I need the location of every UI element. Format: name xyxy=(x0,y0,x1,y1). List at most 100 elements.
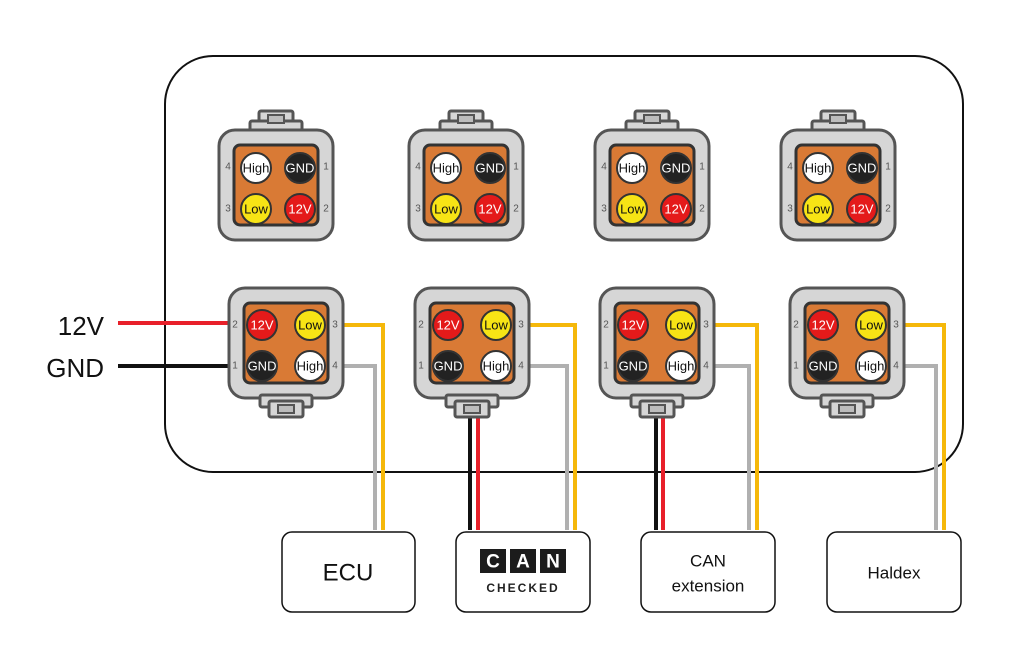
pin-low xyxy=(480,309,512,341)
pin-high-label: High xyxy=(243,161,270,176)
pin-high xyxy=(802,152,834,184)
pin-low xyxy=(802,193,834,225)
pin-low xyxy=(294,309,326,341)
pin-low-label: Low xyxy=(484,318,508,333)
pin-low-label: Low xyxy=(859,318,883,333)
device-ecu: ECU xyxy=(281,531,416,613)
pin-number-2: 2 xyxy=(885,204,891,215)
pin-number-1: 1 xyxy=(793,361,799,372)
pin-number-1: 1 xyxy=(418,361,424,372)
pin-number-4: 4 xyxy=(703,361,709,372)
pin-gnd-label: GND xyxy=(848,161,877,176)
pin-low-label: Low xyxy=(669,318,693,333)
pin-low xyxy=(616,193,648,225)
pin-high xyxy=(294,350,326,382)
device-can-extension: CAN extension xyxy=(640,531,776,613)
pin-number-1: 1 xyxy=(603,361,609,372)
pin-12v-label: 12V xyxy=(850,202,873,217)
pin-high-label: High xyxy=(483,359,510,374)
pin-low-label: Low xyxy=(620,202,644,217)
can-logo-letter-n: N xyxy=(546,552,560,573)
pin-12v xyxy=(660,193,692,225)
input-gnd-label: GND xyxy=(46,353,104,383)
pin-low xyxy=(855,309,887,341)
pin-low xyxy=(240,193,272,225)
pin-number-4: 4 xyxy=(787,162,793,173)
device-haldex-label: Haldex xyxy=(868,564,921,583)
pin-number-1: 1 xyxy=(513,162,519,173)
can-logo-letter-c: C xyxy=(486,552,500,573)
pin-number-4: 4 xyxy=(893,361,899,372)
pin-low-label: Low xyxy=(298,318,322,333)
pin-number-3: 3 xyxy=(518,320,524,331)
pin-gnd xyxy=(846,152,878,184)
pin-low-label: Low xyxy=(434,202,458,217)
pin-number-1: 1 xyxy=(232,361,238,372)
pin-gnd-label: GND xyxy=(476,161,505,176)
pin-number-4: 4 xyxy=(415,162,421,173)
pin-number-2: 2 xyxy=(418,320,424,331)
pin-gnd xyxy=(284,152,316,184)
pin-number-4: 4 xyxy=(601,162,607,173)
connector-top-3: High GND Low 12V 4 3 1 2 xyxy=(593,109,711,242)
pin-number-3: 3 xyxy=(415,204,421,215)
pin-gnd xyxy=(474,152,506,184)
pin-12v xyxy=(846,193,878,225)
pin-12v xyxy=(474,193,506,225)
pin-number-3: 3 xyxy=(225,204,231,215)
pin-gnd xyxy=(617,350,649,382)
pin-number-3: 3 xyxy=(893,320,899,331)
pin-gnd-label: GND xyxy=(662,161,691,176)
pin-high-label: High xyxy=(668,359,695,374)
pin-12v xyxy=(246,309,278,341)
pin-gnd-label: GND xyxy=(434,359,463,374)
pin-number-2: 2 xyxy=(793,320,799,331)
device-ecu-label: ECU xyxy=(323,560,374,587)
pin-high xyxy=(480,350,512,382)
pin-high xyxy=(855,350,887,382)
pin-high-label: High xyxy=(433,161,460,176)
can-logo-checked: CHECKED xyxy=(486,581,559,595)
connector-bottom-2: 12V Low GND High 2 1 3 4 xyxy=(413,286,531,419)
pin-12v-label: 12V xyxy=(250,318,273,333)
pin-low xyxy=(430,193,462,225)
pin-gnd xyxy=(246,350,278,382)
device-can-extension-line2: extension xyxy=(672,577,745,596)
pin-gnd xyxy=(807,350,839,382)
pin-number-2: 2 xyxy=(603,320,609,331)
device-can-extension-line1: CAN xyxy=(690,552,726,571)
pin-low-label: Low xyxy=(806,202,830,217)
pin-12v-label: 12V xyxy=(811,318,834,333)
pin-12v xyxy=(807,309,839,341)
pin-number-4: 4 xyxy=(225,162,231,173)
input-12v-label: 12V xyxy=(58,311,105,341)
pin-12v-label: 12V xyxy=(436,318,459,333)
pin-number-1: 1 xyxy=(323,162,329,173)
pin-number-1: 1 xyxy=(885,162,891,173)
connector-top-1: High GND Low 12V 4 3 1 2 xyxy=(217,109,335,242)
pin-number-4: 4 xyxy=(332,361,338,372)
connector-top-4: High GND Low 12V 4 3 1 2 xyxy=(779,109,897,242)
pin-number-3: 3 xyxy=(787,204,793,215)
pin-number-2: 2 xyxy=(699,204,705,215)
pin-number-4: 4 xyxy=(518,361,524,372)
pin-gnd xyxy=(660,152,692,184)
pin-high xyxy=(665,350,697,382)
connector-bottom-4: 12V Low GND High 2 1 3 4 xyxy=(788,286,906,419)
pin-high xyxy=(430,152,462,184)
can-logo-letter-a: A xyxy=(516,552,530,573)
connector-top-2: High GND Low 12V 4 3 1 2 xyxy=(407,109,525,242)
pin-high-label: High xyxy=(858,359,885,374)
pin-high-label: High xyxy=(619,161,646,176)
pin-high-label: High xyxy=(805,161,832,176)
pin-12v-label: 12V xyxy=(478,202,501,217)
pin-high xyxy=(616,152,648,184)
pin-12v-label: 12V xyxy=(621,318,644,333)
pin-low xyxy=(665,309,697,341)
pin-gnd-label: GND xyxy=(809,359,838,374)
pin-12v xyxy=(432,309,464,341)
pin-12v-label: 12V xyxy=(288,202,311,217)
pin-number-2: 2 xyxy=(232,320,238,331)
device-haldex: Haldex xyxy=(826,531,962,613)
pin-gnd xyxy=(432,350,464,382)
